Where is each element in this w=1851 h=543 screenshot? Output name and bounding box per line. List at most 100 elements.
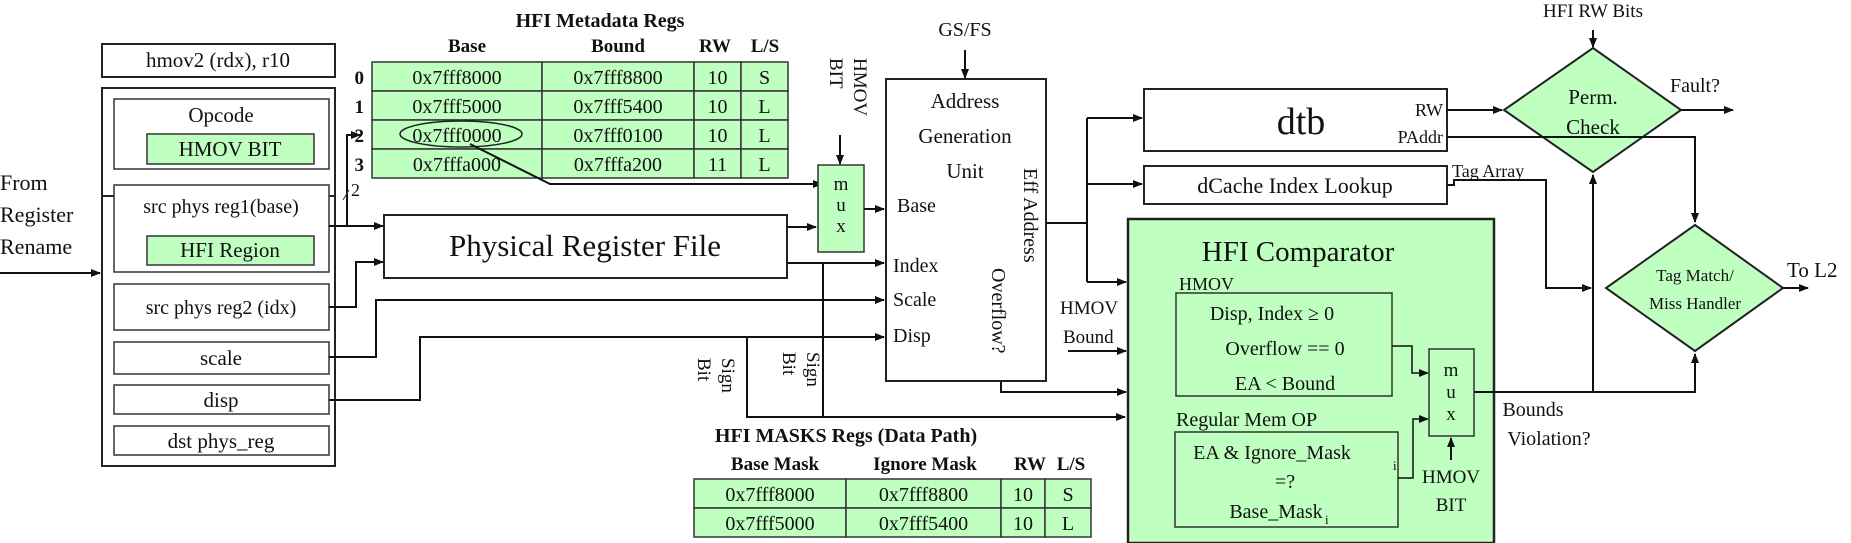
sign-bit-wire-disp — [746, 263, 824, 418]
uop-outer-frame — [101, 87, 336, 467]
hmov-bit-top-label: HMOV BIT — [825, 58, 870, 116]
metadata-header-base: Base — [448, 36, 486, 57]
agu-input-disp: Disp — [893, 325, 931, 347]
tag-match-label-2: Miss Handler — [1649, 294, 1741, 313]
metadata-row: 3 0x7fffa000 0x7fffa200 11 L — [355, 148, 789, 179]
metadata-cell — [371, 61, 543, 92]
address-generation-unit — [885, 78, 1047, 382]
metadata-cell-ls: S — [759, 67, 770, 89]
metadata-cell — [740, 90, 789, 121]
bounds-to-tagmatch-arrow — [1474, 353, 1699, 393]
metadata-cell — [541, 148, 695, 179]
gsfs-label: GS/FS — [938, 19, 991, 41]
metadata-cell-base: 0x7fff5000 — [412, 96, 501, 118]
dtb-rw-label: RW — [1415, 100, 1443, 120]
mux-letter-m: m — [834, 174, 849, 195]
scale-field — [113, 341, 330, 375]
regular-check-2: =? — [1275, 471, 1295, 493]
metadata-cell-rw: 11 — [708, 154, 727, 176]
bus-width-label: 2 — [351, 180, 360, 200]
bounds-violation-label-2: Violation? — [1507, 428, 1590, 450]
overflow-label: Overflow? — [987, 268, 1009, 354]
masks-cell-rw: 10 — [1013, 513, 1033, 535]
overflow-to-comparator-arrow — [1000, 381, 1127, 396]
agu-input-scale: Scale — [893, 289, 936, 311]
metadata-row-index: 3 — [355, 155, 365, 176]
metadata-cell-ls: L — [758, 96, 770, 118]
metadata-cell — [740, 148, 789, 179]
opcode-label: Opcode — [188, 103, 253, 127]
dcache-index-lookup — [1143, 165, 1448, 205]
subscript-i-2: i — [1325, 512, 1329, 527]
svg-text:Sign: Sign — [802, 352, 823, 387]
prf-label: Physical Register File — [449, 228, 721, 263]
perm-check-label-1: Perm. — [1568, 85, 1618, 109]
metadata-cell — [541, 90, 695, 121]
metadata-cell — [371, 148, 543, 179]
tag-match-diamond — [1604, 223, 1785, 353]
tag-match-label-1: Tag Match/ — [1656, 266, 1734, 285]
mux-letter-x: x — [836, 216, 846, 237]
hmov-bit-label: HMOV BIT — [179, 137, 282, 161]
agu-title-1: Address — [931, 89, 1000, 113]
hmov-checks-to-mux-arrow — [1392, 345, 1429, 377]
disp-field — [113, 384, 330, 415]
hmov-checks-box — [1175, 292, 1393, 397]
dtb-paddr-label: PAddr — [1398, 127, 1443, 147]
metadata-cell — [693, 148, 742, 179]
metadata-cell-rw: 10 — [708, 67, 728, 89]
metadata-cell-ls: L — [758, 125, 770, 147]
perm-check-diamond — [1502, 46, 1683, 174]
input-label-line1: From — [0, 170, 48, 195]
metadata-cell — [740, 61, 789, 92]
metadata-cell-ls: L — [758, 154, 770, 176]
metadata-cell-bound: 0x7fff8800 — [573, 67, 662, 89]
svg-text:Bit: Bit — [693, 358, 714, 382]
instruction-text: hmov2 (rdx), r10 — [146, 48, 290, 72]
comparator-mux-x: x — [1446, 404, 1456, 425]
comparator-hmov-label: HMOV — [1179, 274, 1234, 294]
hmov-bound-label-2: Bound — [1063, 327, 1114, 348]
svg-text:Bit: Bit — [778, 352, 799, 376]
masks-cell-base_mask: 0x7fff8000 — [725, 484, 814, 506]
hfi-region-label: HFI Region — [180, 238, 280, 262]
hmov-check-2: Overflow == 0 — [1225, 338, 1344, 360]
masks-cell — [693, 507, 847, 538]
svg-text:Sign: Sign — [717, 358, 738, 393]
regular-check-3: Base_Mask — [1229, 501, 1322, 523]
masks-cell — [1000, 507, 1046, 538]
instruction-box — [101, 43, 336, 78]
masks-cell-rw: 10 — [1013, 484, 1033, 506]
agu-input-base: Base — [897, 195, 936, 217]
to-l2-label: To L2 — [1787, 258, 1837, 282]
metadata-cell-rw: 10 — [708, 125, 728, 147]
metadata-row-index: 1 — [355, 97, 365, 118]
disp-arrow — [329, 333, 885, 401]
metadata-row-index: 0 — [355, 68, 365, 89]
masks-header-base: Base Mask — [731, 454, 820, 475]
dst-label: dst phys_reg — [168, 429, 275, 453]
regular-check-1: EA & Ignore_Mask — [1193, 442, 1351, 464]
bus-slash — [342, 189, 350, 201]
base-to-mux-arrow — [469, 143, 823, 188]
metadata-cell-bound: 0x7fff5400 — [573, 96, 662, 118]
agu-input-index: Index — [893, 255, 939, 277]
hmov-bound-label-1: HMOV — [1060, 298, 1118, 319]
dcache-label: dCache Index Lookup — [1197, 173, 1393, 198]
regular-checks-to-mux-arrow — [1398, 415, 1429, 479]
src2-field — [113, 283, 330, 331]
hmov-check-3: EA < Bound — [1235, 373, 1335, 395]
perm-check-label-2: Check — [1566, 115, 1620, 139]
sign-bit-label-2: Sign Bit — [778, 352, 823, 387]
metadata-cell-bound: 0x7fffa200 — [574, 154, 662, 176]
agu-title-3: Unit — [946, 159, 984, 183]
metadata-cell-base: 0x7fffa000 — [413, 154, 501, 176]
comparator-mux-m: m — [1444, 360, 1459, 381]
